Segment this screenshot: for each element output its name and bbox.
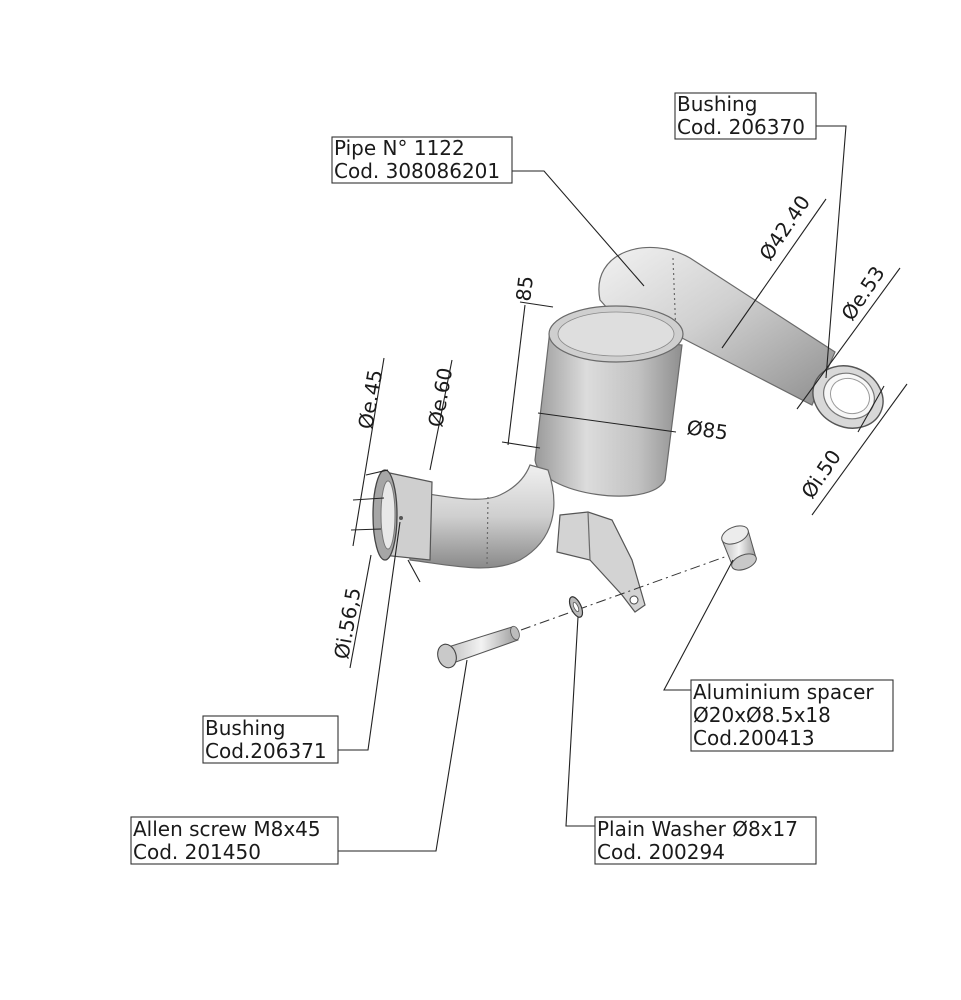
callout-allen-screw-line2: Cod. 201450 (133, 840, 261, 864)
callout-washer-line1: Plain Washer Ø8x17 (597, 817, 798, 841)
inlet-bushing (372, 469, 433, 561)
pipe-1122 (372, 246, 884, 613)
dim-label-dia-i50: Øi.50 (796, 445, 846, 502)
lower-pipe-arm (401, 464, 555, 569)
callout-pipe: Pipe N° 1122 Cod. 308086201 (331, 136, 513, 184)
allen-screw (437, 625, 520, 669)
callout-washer-line2: Cod. 200294 (597, 840, 725, 864)
outlet-bushing (812, 365, 884, 429)
callout-spacer-line2: Ø20xØ8.5x18 (693, 703, 831, 727)
callout-bushing-top-line1: Bushing (677, 92, 757, 116)
callout-spacer-line1: Aluminium spacer (693, 680, 874, 704)
dim-label-dia-e45: Øe.45 (353, 368, 387, 431)
callout-bushing-left-line1: Bushing (205, 716, 285, 740)
callout-bushing-left: Bushing Cod.206371 (202, 715, 339, 764)
dim-label-85: 85 (511, 274, 538, 302)
central-can (534, 305, 684, 497)
callout-allen-screw: Allen screw M8x45 Cod. 201450 (130, 816, 339, 865)
mounting-bracket (556, 511, 646, 613)
leader-lines (338, 125, 847, 852)
callout-washer: Plain Washer Ø8x17 Cod. 200294 (594, 816, 817, 865)
dimension-height-85: 85 (501, 274, 554, 449)
plain-washer (568, 596, 584, 618)
callout-spacer: Aluminium spacer Ø20xØ8.5x18 Cod.200413 (690, 679, 894, 752)
callout-bushing-top-line2: Cod. 206370 (677, 115, 805, 139)
callout-bushing-left-line2: Cod.206371 (205, 739, 327, 763)
callout-pipe-line2: Cod. 308086201 (334, 159, 500, 183)
callout-bushing-top: Bushing Cod. 206370 (674, 92, 817, 140)
callout-spacer-line3: Cod.200413 (693, 726, 815, 750)
aluminium-spacer (721, 525, 757, 571)
callout-allen-screw-line1: Allen screw M8x45 (133, 817, 321, 841)
dim-label-dia-85: Ø85 (685, 415, 729, 445)
dim-label-dia-i565: Øi.56,5 (329, 586, 365, 661)
dim-label-dia-e60: Øe.60 (423, 366, 457, 429)
callout-pipe-line1: Pipe N° 1122 (334, 136, 465, 160)
assembly-axis-line (520, 554, 731, 631)
dimension-dia-85: Ø85 (537, 412, 729, 445)
